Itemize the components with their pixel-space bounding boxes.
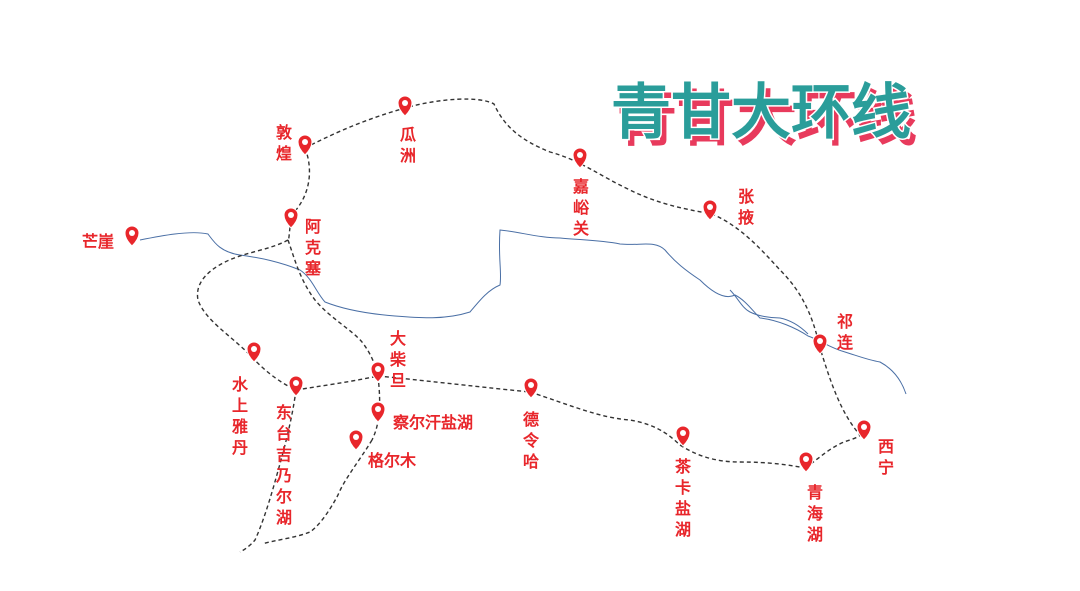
map-pin-icon[interactable] — [856, 419, 872, 441]
map-pin-icon[interactable] — [798, 451, 814, 473]
map-pin-icon[interactable] — [397, 95, 413, 117]
place-label-guazhou[interactable]: 瓜洲 — [400, 125, 416, 165]
place-label-jiayuguan[interactable]: 嘉峪关 — [572, 177, 590, 238]
title: 青甘大环线 青甘大环线 — [610, 77, 918, 156]
map-pin-icon[interactable] — [812, 333, 828, 355]
route-dachaidan-delingha — [377, 375, 531, 393]
rivers — [139, 229, 907, 395]
map-pin-icon[interactable] — [288, 375, 304, 397]
map-pin-icon[interactable] — [572, 147, 588, 169]
river-branch — [729, 289, 809, 335]
place-label-mangya[interactable]: 芒崖 — [82, 232, 114, 251]
route-akesai-mangya — [196, 239, 297, 391]
map-pin-icon[interactable] — [124, 225, 140, 247]
map-pin-icon[interactable] — [523, 377, 539, 399]
place-label-chaerhan[interactable]: 察尔汗盐湖 — [392, 413, 473, 432]
route-dongtai-dachaidan — [295, 375, 379, 391]
place-label-qilian[interactable]: 祁连 — [837, 312, 854, 352]
map-pin-icon[interactable] — [370, 361, 386, 383]
river-main — [139, 229, 907, 395]
place-label-golmud[interactable]: 格尔木 — [368, 451, 417, 470]
route-north — [304, 98, 861, 436]
route-akesai-dachaidan — [287, 239, 379, 377]
route-delingha-chaka — [529, 391, 806, 469]
map-pin-icon[interactable] — [370, 401, 386, 423]
place-label-zhangye[interactable]: 张掖 — [738, 187, 755, 227]
labels: 敦煌 瓜洲 嘉峪关 张掖 芒崖 阿克塞 祁连 大柴旦 水上雅丹 东台吉乃尔湖 察… — [82, 123, 894, 544]
routes — [196, 98, 863, 553]
route-chaka-xining — [804, 433, 863, 469]
title-shadow: 青甘大环线 — [617, 85, 917, 155]
place-label-dachaidan[interactable]: 大柴旦 — [389, 329, 407, 390]
place-label-qinghaihu[interactable]: 青海湖 — [807, 483, 823, 544]
place-label-dongtaijinaier[interactable]: 东台吉乃尔湖 — [275, 403, 292, 527]
map-pin-icon[interactable] — [246, 341, 262, 363]
place-label-akesai[interactable]: 阿克塞 — [305, 217, 322, 278]
route-golmud-south — [261, 439, 373, 545]
place-label-shuishang-yadan[interactable]: 水上雅丹 — [231, 375, 249, 457]
map-pin-icon[interactable] — [348, 429, 364, 451]
map-pin-icon[interactable] — [297, 134, 313, 156]
place-label-chaka[interactable]: 茶卡盐湖 — [674, 457, 692, 539]
map-pin-icon[interactable] — [702, 199, 718, 221]
title-text: 青甘大环线 — [611, 78, 911, 148]
place-label-xining[interactable]: 西宁 — [878, 437, 894, 477]
place-label-dunhuang[interactable]: 敦煌 — [276, 123, 293, 163]
place-label-delingha[interactable]: 德令哈 — [522, 410, 540, 471]
map-pin-icon[interactable] — [283, 207, 299, 229]
